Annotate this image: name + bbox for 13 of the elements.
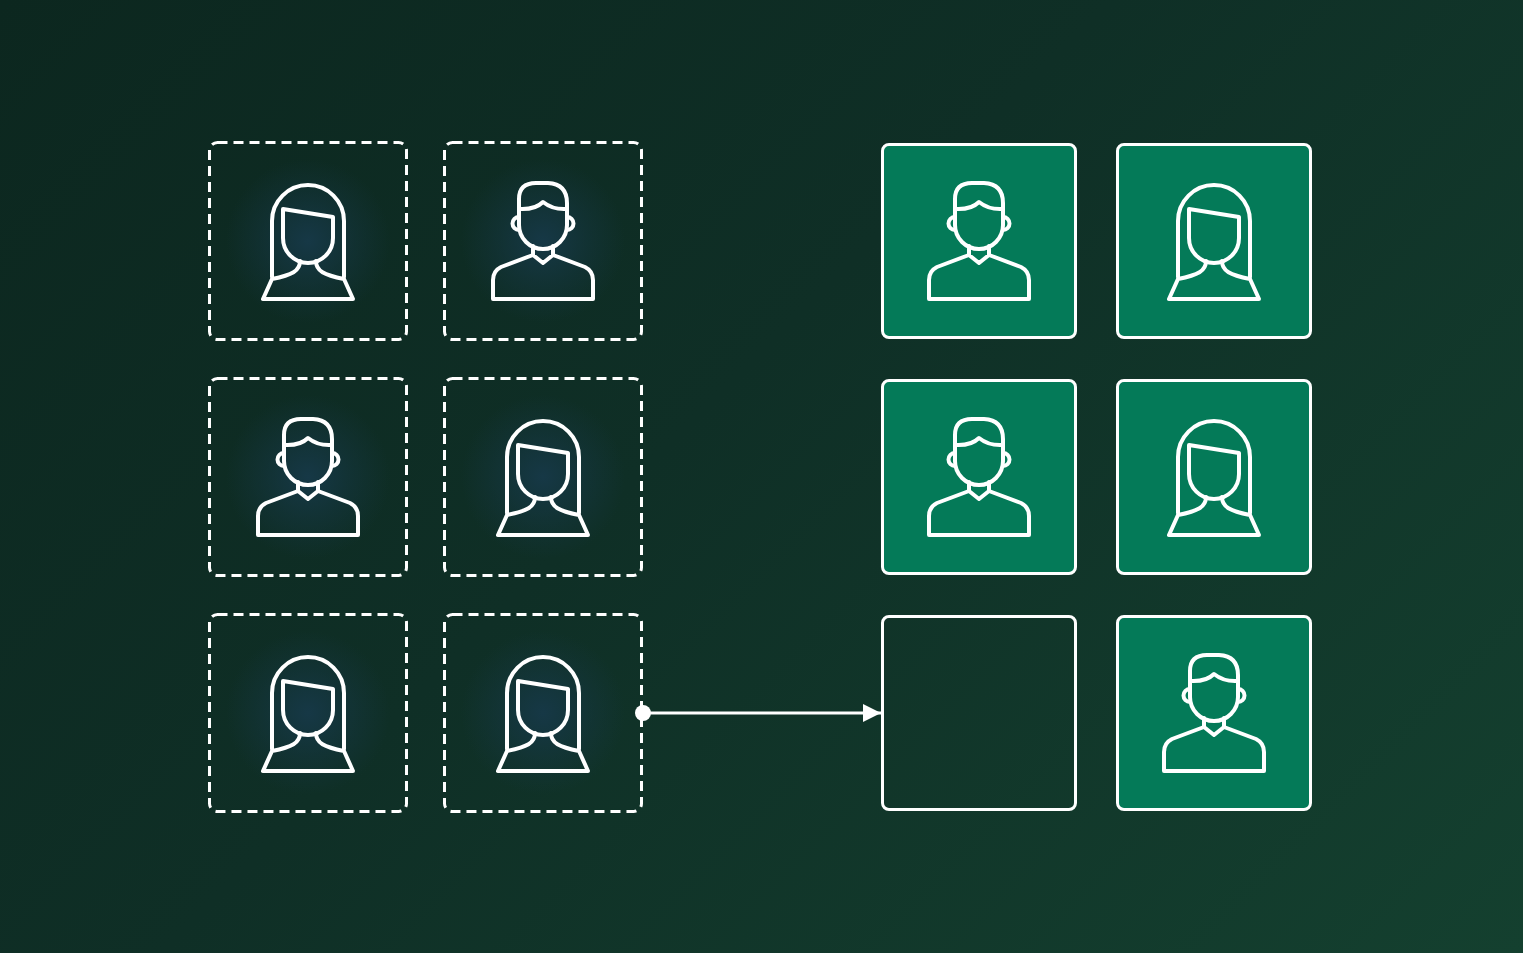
filled-box (1116, 143, 1312, 339)
dashed-box (443, 613, 643, 813)
dashed-box (208, 377, 408, 577)
outlined-box (881, 615, 1077, 811)
dashed-box (208, 613, 408, 813)
arrow (635, 704, 881, 722)
dashed-box (208, 141, 408, 341)
filled-box (1116, 379, 1312, 575)
dashed-box (443, 377, 643, 577)
filled-box (881, 379, 1077, 575)
filled-box (1116, 615, 1312, 811)
filled-box (881, 143, 1077, 339)
dashed-box (443, 141, 643, 341)
